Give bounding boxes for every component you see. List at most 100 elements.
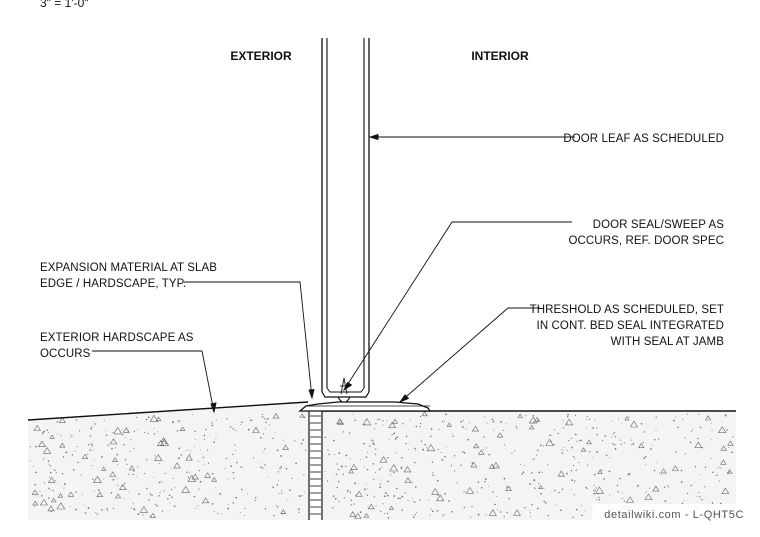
concrete-aggregate	[538, 484, 544, 489]
concrete-aggregate	[496, 432, 504, 438]
concrete-stipple-dot	[614, 436, 617, 438]
concrete-stipple-dot	[283, 439, 285, 441]
concrete-stipple-dot	[195, 507, 197, 509]
concrete-aggregate	[114, 493, 122, 499]
concrete-stipple-dot	[235, 450, 237, 452]
concrete-stipple-dot	[675, 416, 677, 418]
concrete-stipple-dot	[203, 434, 206, 437]
concrete-stipple-dot	[87, 443, 90, 446]
concrete-stipple-dot	[377, 418, 379, 421]
concrete-stipple-dot	[559, 509, 562, 512]
concrete-stipple-dot	[561, 449, 563, 451]
concrete-stipple-dot	[612, 443, 614, 445]
concrete-aggregate	[379, 456, 388, 463]
concrete-stipple-dot	[107, 444, 109, 446]
concrete-aggregate	[720, 459, 727, 465]
exterior-header: EXTERIOR	[230, 49, 292, 63]
concrete-stipple-dot	[217, 512, 219, 515]
concrete-stipple-dot	[340, 465, 342, 466]
concrete-stipple-dot	[187, 476, 190, 479]
concrete-stipple-dot	[411, 497, 413, 499]
concrete-stipple-dot	[198, 469, 201, 472]
concrete-aggregate	[47, 505, 55, 512]
concrete-stipple-dot	[404, 492, 406, 494]
concrete-stipple-dot	[442, 515, 444, 517]
concrete-stipple-dot	[388, 438, 390, 440]
concrete-stipple-dot	[235, 461, 238, 464]
concrete-stipple-dot	[448, 500, 450, 502]
concrete-stipple-dot	[149, 493, 152, 495]
concrete-stipple-dot	[304, 491, 306, 493]
concrete-stipple-dot	[179, 429, 182, 432]
concrete-stipple-dot	[234, 444, 236, 446]
concrete-stipple-dot	[544, 501, 547, 504]
concrete-stipple-dot	[711, 429, 713, 431]
concrete-stipple-dot	[395, 487, 398, 490]
concrete-aggregate	[39, 498, 48, 506]
concrete-stipple-dot	[586, 418, 588, 420]
concrete-stipple-dot	[596, 427, 598, 429]
concrete-stipple-dot	[383, 495, 386, 498]
concrete-stipple-dot	[609, 457, 611, 459]
concrete-aggregate	[181, 485, 191, 493]
concrete-stipple-dot	[620, 443, 622, 446]
concrete-stipple-dot	[159, 491, 161, 494]
concrete-stipple-dot	[680, 469, 683, 472]
concrete-stipple-dot	[542, 445, 544, 447]
concrete-stipple-dot	[346, 489, 349, 492]
concrete-stipple-dot	[586, 416, 588, 418]
concrete-aggregate	[252, 426, 260, 433]
concrete-stipple-dot	[476, 491, 478, 493]
concrete-aggregate	[337, 419, 344, 425]
concrete-stipple-dot	[420, 422, 422, 425]
concrete-aggregate	[42, 447, 52, 454]
note-threshold-line-1: THRESHOLD AS SCHEDULED, SET	[530, 304, 724, 316]
concrete-aggregate	[49, 434, 55, 439]
concrete-stipple-dot	[603, 478, 605, 480]
concrete-stipple-dot	[444, 420, 445, 422]
concrete-stipple-dot	[173, 505, 176, 508]
note-door-leaf: DOOR LEAF AS SCHEDULED	[563, 133, 724, 145]
concrete-stipple-dot	[571, 446, 573, 449]
concrete-stipple-dot	[285, 467, 288, 470]
concrete-stipple-dot	[505, 423, 507, 425]
concrete-stipple-dot	[352, 413, 354, 415]
concrete-stipple-dot	[563, 447, 565, 449]
concrete-stipple-dot	[574, 414, 577, 417]
concrete-stipple-dot	[227, 507, 230, 510]
concrete-stipple-dot	[205, 428, 207, 431]
concrete-stipple-dot	[355, 494, 357, 496]
concrete-stipple-dot	[374, 453, 377, 456]
concrete-aggregate	[47, 476, 56, 483]
concrete-stipple-dot	[194, 446, 195, 448]
note-door-seal-line-1: DOOR SEAL/SWEEP AS	[593, 219, 725, 231]
concrete-stipple-dot	[536, 449, 539, 452]
concrete-stipple-dot	[477, 513, 480, 516]
concrete-aggregate	[446, 422, 452, 427]
concrete-stipple-dot	[630, 444, 632, 446]
concrete-stipple-dot	[110, 492, 113, 494]
concrete-stipple-dot	[186, 471, 188, 473]
concrete-aggregate	[58, 417, 66, 423]
concrete-stipple-dot	[98, 489, 100, 491]
concrete-aggregate	[363, 513, 370, 518]
concrete-stipple-dot	[460, 420, 463, 423]
concrete-aggregate	[367, 503, 375, 510]
concrete-stipple-dot	[467, 438, 470, 441]
concrete-stipple-dot	[601, 469, 603, 472]
concrete-stipple-dot	[438, 428, 440, 430]
concrete-stipple-dot	[391, 433, 393, 436]
concrete-aggregate	[513, 509, 521, 516]
concrete-stipple-dot	[81, 493, 83, 495]
concrete-stipple-dot	[452, 435, 455, 438]
concrete-stipple-dot	[246, 493, 248, 495]
concrete-stipple-dot	[683, 500, 685, 502]
concrete-stipple-dot	[295, 462, 297, 465]
concrete-stipple-dot	[718, 431, 720, 434]
concrete-stipple-dot	[232, 502, 234, 504]
concrete-stipple-dot	[249, 416, 251, 418]
concrete-stipple-dot	[374, 428, 376, 430]
concrete-stipple-dot	[277, 479, 279, 481]
concrete-stipple-dot	[177, 420, 180, 422]
